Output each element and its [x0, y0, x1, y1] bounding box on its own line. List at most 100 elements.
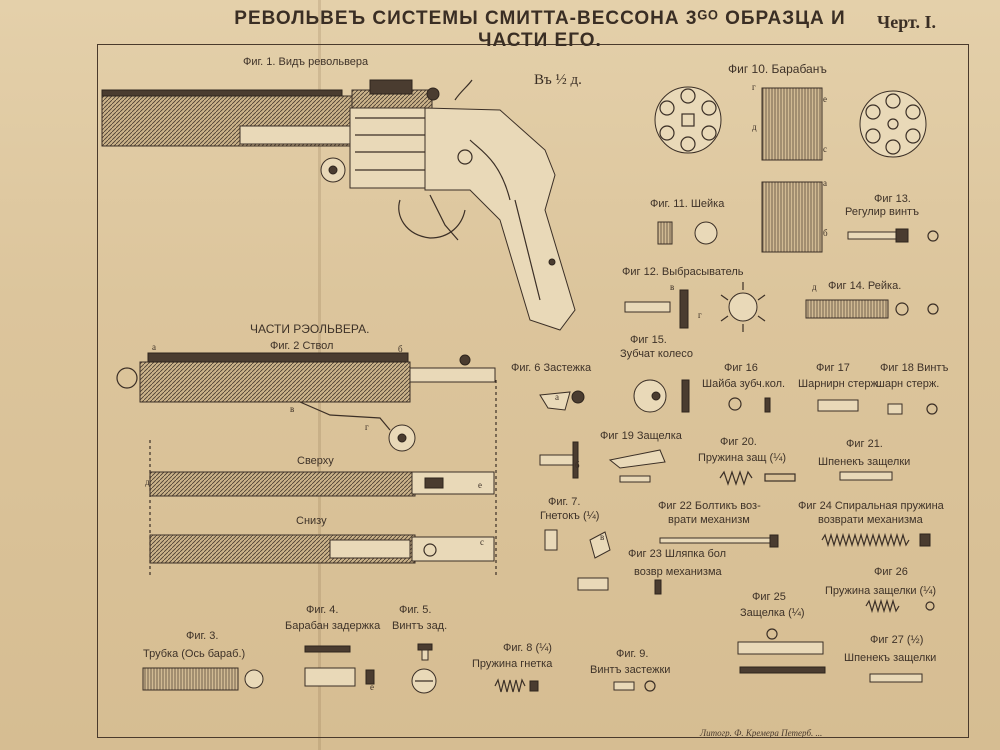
fig24-name: возврати механизма: [818, 514, 923, 526]
part-letter: е: [478, 480, 482, 490]
part-letter: а: [823, 178, 827, 188]
return-bolt: [659, 534, 779, 548]
part-letter: д: [812, 282, 817, 292]
fig22-name: врати механизм: [668, 514, 750, 526]
fig13-name: Регулир винтъ: [845, 206, 919, 218]
latch-pin: [869, 673, 923, 683]
fig4-name: Барабан задержка: [285, 620, 381, 632]
part-letter: г: [698, 310, 702, 320]
imprint: Литогр. Ф. Кремера Петерб. ...: [700, 728, 823, 738]
fig16-name: Шайба зубч.кол.: [702, 378, 786, 390]
fig5-label: Фиг. 5.: [399, 604, 432, 616]
fig8-label: Фиг. 8 (¼): [503, 642, 552, 654]
extractor: [624, 282, 766, 332]
part-letter: в: [670, 282, 674, 292]
part-letter: д: [752, 122, 757, 132]
hammer-block-spring: [494, 678, 539, 693]
fig26-name: Пружина защелки (¼): [825, 585, 937, 597]
fig23-name: возвр механизма: [634, 566, 722, 578]
fig17-label: Фиг 17: [816, 362, 850, 374]
part-letter: б: [398, 344, 403, 354]
regulating-screw: [847, 228, 939, 243]
fig25-name: Защелка (¼): [740, 607, 805, 619]
fig6-label: Фиг. 6 Застежка: [511, 362, 592, 374]
fig18-label: Фиг 18 Винтъ: [880, 362, 949, 374]
fig25-label: Фиг 25: [752, 591, 786, 603]
fig21-name: Шпенекъ защелки: [818, 456, 911, 468]
fig27-name: Шпенекъ защелки: [844, 652, 937, 664]
fig15-label: Фиг 15.: [630, 334, 667, 346]
stop-screw: [411, 643, 437, 694]
catch-pin: [839, 471, 893, 481]
fig9-name: Винтъ застежки: [590, 664, 671, 676]
fig23-label: Фиг 23 Шляпка бол: [628, 548, 727, 560]
fig24-label: Фиг 24 Спиральная пружина: [798, 500, 944, 512]
sheet-number: Черт. I.: [877, 12, 936, 32]
sheet-title: РЕВОЛЬВЕЪ СИСТЕМЫ СМИТТА-ВЕССОНА 3ᴳᴼ ОБР…: [234, 8, 846, 51]
fig3-label: Фиг. 3.: [186, 630, 219, 642]
part-letter: е: [823, 94, 827, 104]
fig10-label: Фиг 10. Барабанъ: [728, 62, 827, 76]
fig21-label: Фиг 21.: [846, 438, 883, 450]
latch-spring: [865, 598, 935, 614]
hinge-pin: [817, 399, 859, 412]
fig1-label: Фиг. 1. Видъ револьвера: [243, 56, 369, 68]
part-letter: а: [152, 342, 156, 352]
fig14-label: Фиг 14. Рейка.: [828, 280, 902, 292]
fig18-name: шарн стерж.: [876, 378, 940, 390]
part-letter: г: [365, 422, 369, 432]
hammer-block: [544, 529, 611, 559]
fig12-label: Фиг 12. Выбрасыватель: [622, 266, 744, 278]
fig7-label: Фиг. 7.: [548, 496, 581, 508]
rack: [805, 299, 939, 319]
cylinder-views: [654, 86, 927, 253]
fig20-label: Фиг 20.: [720, 436, 757, 448]
fig5-name: Винтъ зад.: [392, 620, 448, 632]
barrel-views: [116, 352, 497, 575]
fig22-label: Фиг 22 Болтикъ воз-: [658, 500, 761, 512]
fig19-label: Фиг 19 Защелка: [600, 430, 682, 442]
cylinder-axis-tube: [142, 667, 264, 691]
latch: [539, 390, 585, 411]
scale-note: Въ ½ д.: [534, 72, 582, 88]
fig2-bottom-label: Снизу: [296, 515, 327, 527]
part-letter: в: [290, 404, 294, 414]
part-letter: с: [480, 537, 484, 547]
fig4-label: Фиг. 4.: [306, 604, 339, 616]
fig16-label: Фиг 16: [724, 362, 758, 374]
part-letter: а: [555, 392, 559, 402]
fig2-top-label: Сверху: [297, 455, 334, 467]
drawing-border: [97, 44, 969, 738]
fig20-name: Пружина защ (¼): [698, 452, 787, 464]
fig7-name: Гнетокъ (¼): [540, 510, 600, 522]
part-letter: б: [823, 228, 828, 238]
part-letter: б: [575, 460, 580, 470]
section-title: ЧАСТИ РЭОЛЬВЕРА.: [250, 322, 370, 336]
latch-plate: [737, 628, 826, 674]
part-letter: д: [145, 477, 150, 487]
hinge-pin-screw: [887, 403, 938, 415]
fig9-label: Фиг. 9.: [616, 648, 649, 660]
fig26-label: Фиг 26: [874, 566, 908, 578]
fig17-name: Шарнирн стерж.: [798, 378, 881, 390]
latch-screw: [613, 680, 656, 692]
bolt-cap: [577, 577, 662, 595]
part-letter: е: [370, 682, 374, 692]
gear-washer: [728, 397, 771, 413]
part-letter: г: [752, 82, 756, 92]
part-letter: в: [600, 532, 604, 542]
cylinder-stop: [304, 645, 375, 687]
catch-spring: [719, 470, 796, 486]
cylinder-neck: [657, 221, 718, 245]
revolver-side-view: [101, 79, 576, 331]
gear-wheel: [633, 379, 690, 413]
return-spiral-spring: [821, 532, 931, 548]
fig2-label: Фиг. 2 Ствол: [270, 340, 334, 352]
fig11-label: Фиг. 11. Шейка: [650, 198, 725, 210]
fig3-name: Трубка (Ось бараб.): [143, 648, 246, 660]
fig27-label: Фиг 27 (½): [870, 634, 924, 646]
part-letter: с: [823, 144, 827, 154]
catch: [539, 441, 666, 483]
